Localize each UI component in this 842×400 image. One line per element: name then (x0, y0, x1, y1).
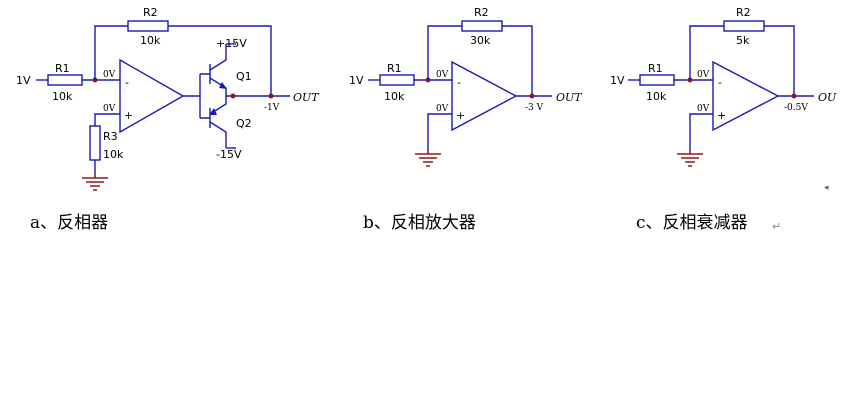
q2-collector-a (209, 121, 227, 148)
minus-sign-a: - (125, 76, 129, 89)
circuit-a: 1V R1 10k R2 10k R3 10k 0V 0V - + Q1 Q2 … (16, 6, 320, 191)
resistor-r3-a (89, 125, 101, 161)
vneg-label-a: -15V (216, 148, 242, 161)
r2-value-c: 5k (736, 34, 750, 47)
out-value-a: -1V (264, 103, 280, 113)
r1-name-a: R1 (55, 62, 70, 75)
q2-label-a: Q2 (236, 117, 252, 130)
noninv-node-label-b: 0V (436, 104, 449, 114)
r2-name-c: R2 (736, 6, 751, 19)
r1-name-b: R1 (387, 62, 402, 75)
feedback-left-wire-c (689, 25, 724, 80)
r3-value-a: 10k (103, 148, 124, 161)
caption-a: a、反相器 (30, 213, 108, 233)
opamp-a (119, 58, 185, 134)
resistor-r2-c (723, 20, 765, 32)
out-label-b: OUT (556, 91, 583, 104)
caption-b: b、反相放大器 (363, 213, 476, 233)
junction-out-a (268, 93, 274, 99)
ground-symbol-b (415, 150, 441, 167)
feedback-left-wire-b (427, 25, 462, 80)
q2-arrow-a (209, 108, 217, 115)
out-value-c: -0.5V (784, 103, 808, 113)
inv-node-label-b: 0V (436, 70, 449, 80)
q1-collector-a (209, 44, 227, 71)
junction-emitter-a (230, 93, 236, 99)
r1-value-b: 10k (384, 90, 405, 103)
feedback-right-wire-b (502, 25, 533, 96)
inv-node-label-a: 0V (103, 70, 116, 80)
plus-sign-b: + (456, 109, 465, 122)
minus-sign-c: - (718, 76, 722, 89)
noninv-wire-a (94, 113, 120, 126)
noninv-node-label-c: 0V (697, 104, 710, 114)
caption-c-mark: ↵ (772, 220, 781, 233)
feedback-right-wire-c (764, 25, 795, 96)
q1-label-a: Q1 (236, 70, 252, 83)
minus-sign-b: - (457, 76, 461, 89)
input-label-c: 1V (610, 74, 625, 87)
r2-value-b: 30k (470, 34, 491, 47)
inv-node-label-c: 0V (697, 70, 710, 80)
r2-name-b: R2 (474, 6, 489, 19)
q2-emitter-a (209, 96, 227, 115)
feedback-left-wire-a (94, 25, 128, 80)
r3-name-a: R3 (103, 130, 118, 143)
resistor-r1-a (47, 74, 83, 86)
ground-symbol-c (677, 150, 703, 167)
resistor-r2-a (127, 20, 169, 32)
opamp-b (451, 60, 518, 132)
noninv-wire-b (427, 113, 452, 150)
ground-symbol-a (82, 174, 108, 191)
r2-value-a: 10k (140, 34, 161, 47)
resistor-r1-c (639, 74, 675, 86)
circuit-b: 1V R1 10k R2 30k 0V 0V - + -3 V OUT (349, 6, 583, 167)
resistor-r1-b (379, 74, 415, 86)
noninv-node-label-a: 0V (103, 104, 116, 114)
junction-out-c (791, 93, 797, 99)
vpos-label-a: +15V (216, 37, 247, 50)
caption-c: c、反相衰减器 (636, 213, 748, 233)
stray-mark: ◂ (824, 183, 829, 193)
plus-sign-c: + (717, 109, 726, 122)
base-leads-a (200, 73, 210, 119)
out-label-a: OUT (293, 91, 320, 104)
q1-arrow-a (219, 82, 227, 89)
input-label-b: 1V (349, 74, 364, 87)
noninv-wire-c (689, 113, 713, 150)
junction-out-b (529, 93, 535, 99)
feedback-right-wire-a (168, 25, 272, 96)
r1-value-c: 10k (646, 90, 667, 103)
circuit-c: 1V R1 10k R2 5k 0V 0V - + -0.5V OU (610, 6, 837, 167)
r1-name-c: R1 (648, 62, 663, 75)
out-label-c: OU (818, 91, 837, 104)
opamp-c (712, 60, 780, 132)
resistor-r2-b (461, 20, 503, 32)
plus-sign-a: + (124, 109, 133, 122)
r2-name-a: R2 (143, 6, 158, 19)
out-value-b: -3 V (525, 103, 544, 113)
input-label-a: 1V (16, 74, 31, 87)
r1-value-a: 10k (52, 90, 73, 103)
